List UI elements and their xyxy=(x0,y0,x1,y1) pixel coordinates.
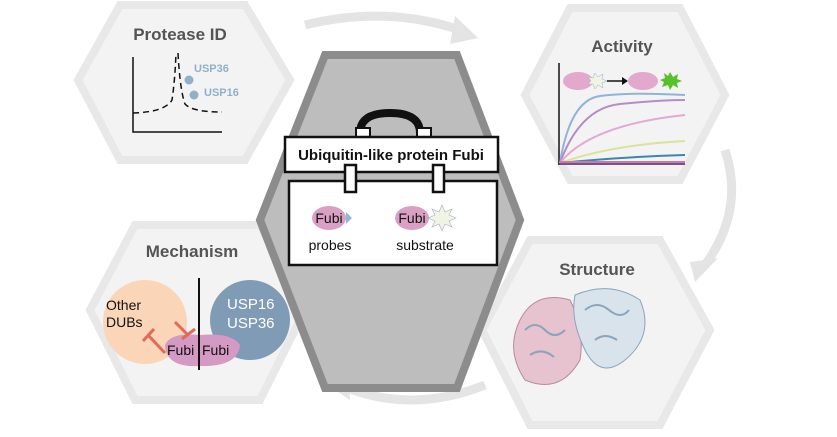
panel-mechanism: Mechanism Other DUBs USP16 USP36 Fubi Fu… xyxy=(85,221,310,404)
toolbox-body xyxy=(287,179,499,267)
quenched-fluorophore-icon xyxy=(427,204,457,232)
hit-dot-usp36 xyxy=(184,75,194,85)
toolbox-handle xyxy=(356,108,424,134)
arrow-top xyxy=(303,11,462,35)
arrowhead-right xyxy=(690,258,718,282)
panel-title: Activity xyxy=(591,37,653,56)
protein-structure-image xyxy=(513,288,646,385)
arrow-right xyxy=(701,148,737,268)
fubi-ellipse xyxy=(563,72,593,90)
substrate-fubi-ellipse xyxy=(395,206,429,230)
panel-title: Structure xyxy=(559,260,635,279)
fubi-ellipse xyxy=(628,72,658,90)
fubi-label: Fubi xyxy=(167,342,194,358)
fubi-label: Fubi xyxy=(202,342,229,358)
hit-dot-usp16 xyxy=(189,90,199,100)
arrowhead-top xyxy=(450,16,478,44)
dashed-curve xyxy=(132,52,223,114)
panel-title: Protease ID xyxy=(133,25,227,44)
hit-label: USP16 xyxy=(204,87,239,99)
fluorescent-icon xyxy=(660,72,682,90)
substrate-caption: substrate xyxy=(396,237,454,253)
usp16-label: USP16 xyxy=(227,296,275,313)
usp36-label: USP36 xyxy=(227,315,275,332)
dubs-label: DUBs xyxy=(106,314,143,330)
probe-fubi-label: Fubi xyxy=(315,210,342,226)
hit-label: USP36 xyxy=(194,63,229,75)
probe-fubi-ellipse xyxy=(312,206,346,230)
center-title: Ubiquitin-like protein Fubi xyxy=(298,147,484,164)
plot-axes xyxy=(132,57,222,133)
activity-curves xyxy=(559,92,686,165)
inhibit-icon xyxy=(141,320,196,355)
panel-structure: Structure xyxy=(477,236,715,429)
panel-activity: Activity xyxy=(520,4,730,184)
fubi-blob xyxy=(165,334,240,367)
probes-caption: probes xyxy=(309,237,352,253)
substrate-fubi-label: Fubi xyxy=(398,210,425,226)
center-toolbox: Ubiquitin-like protein Fubi Fubi Fubi pr… xyxy=(255,51,525,392)
panel-protease-id: Protease ID USP36 USP16 xyxy=(73,0,295,164)
warhead-icon xyxy=(346,212,352,224)
toolbox-lid xyxy=(283,135,500,174)
panel-title: Mechanism xyxy=(146,242,239,261)
quenched-fluorophore-icon xyxy=(587,72,608,90)
other-label: Other xyxy=(106,297,141,313)
